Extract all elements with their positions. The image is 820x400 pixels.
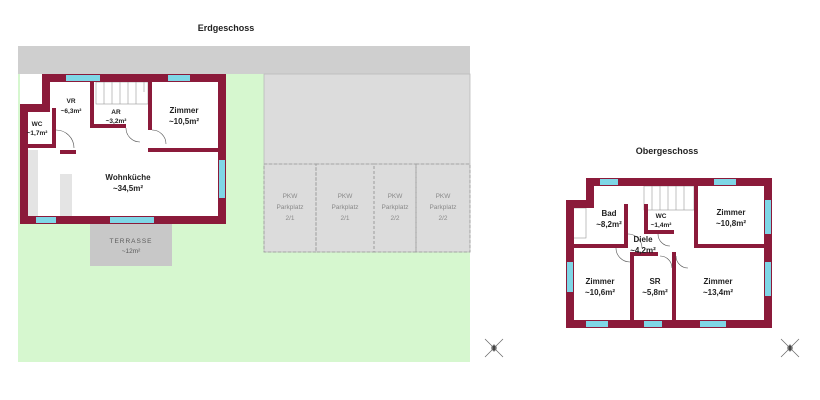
parking-label: PKW [338,193,354,200]
parking-label: 2/2 [438,215,447,222]
room-name-wc: WC [656,213,667,220]
room-area-bad: ~8,2m² [596,220,622,229]
compass-icon [780,338,800,358]
terrace [90,224,172,266]
room-name-vr: VR [66,98,75,105]
room-area-diele: ~4,2m² [630,246,656,255]
upper-floor-title: Obergeschoss [636,146,699,156]
room-area-sr: ~5,8m² [642,288,668,297]
room-name-zimmer-2: Zimmer [586,277,615,286]
room-name-diele: Diele [633,235,653,244]
parking-label: Parkplatz [331,204,358,211]
parking-bay [415,163,471,253]
ground-floor-building [20,74,226,224]
room-name-wohnkueche: Wohnküche [105,173,151,182]
pavement-strip [18,46,470,74]
parking-label: PKW [388,193,404,200]
room-name-sr: SR [649,277,660,286]
terrace-label: TERRASSE [109,238,152,245]
parking-label: 2/1 [285,215,294,222]
room-area-wohnkueche: ~34,5m² [113,184,143,193]
room-name-bad: Bad [601,209,616,218]
room-area-vr: ~6,3m² [61,108,83,115]
parking-label: PKW [283,193,299,200]
room-name-zimmer: Zimmer [170,106,199,115]
parking-label: Parkplatz [429,204,456,211]
room-name-wc: WC [32,121,43,128]
room-area-wc: ~1,7m² [27,130,49,137]
upper-floor-building [566,178,772,328]
room-area-wc: ~1,4m² [651,222,673,229]
room-area-zimmer-1: ~10,8m² [716,219,746,228]
room-name-zimmer-3: Zimmer [704,277,733,286]
room-area-zimmer: ~10,5m² [169,117,199,126]
room-area-zimmer-2: ~10,6m² [585,288,615,297]
room-area-ar: ~3,2m² [106,118,128,125]
parking-label: Parkplatz [276,204,303,211]
parking-label: PKW [436,193,452,200]
room-area-zimmer-3: ~13,4m² [703,288,733,297]
ground-floor-title: Erdgeschoss [198,23,255,33]
parking-area [263,73,471,253]
room-name-ar: AR [111,109,121,116]
parking-label: Parkplatz [381,204,408,211]
terrace-area: ~12m² [122,248,141,255]
compass-icon [484,338,504,358]
parking-label: 2/2 [390,215,399,222]
room-name-zimmer-1: Zimmer [717,208,746,217]
parking-label: 2/1 [340,215,349,222]
